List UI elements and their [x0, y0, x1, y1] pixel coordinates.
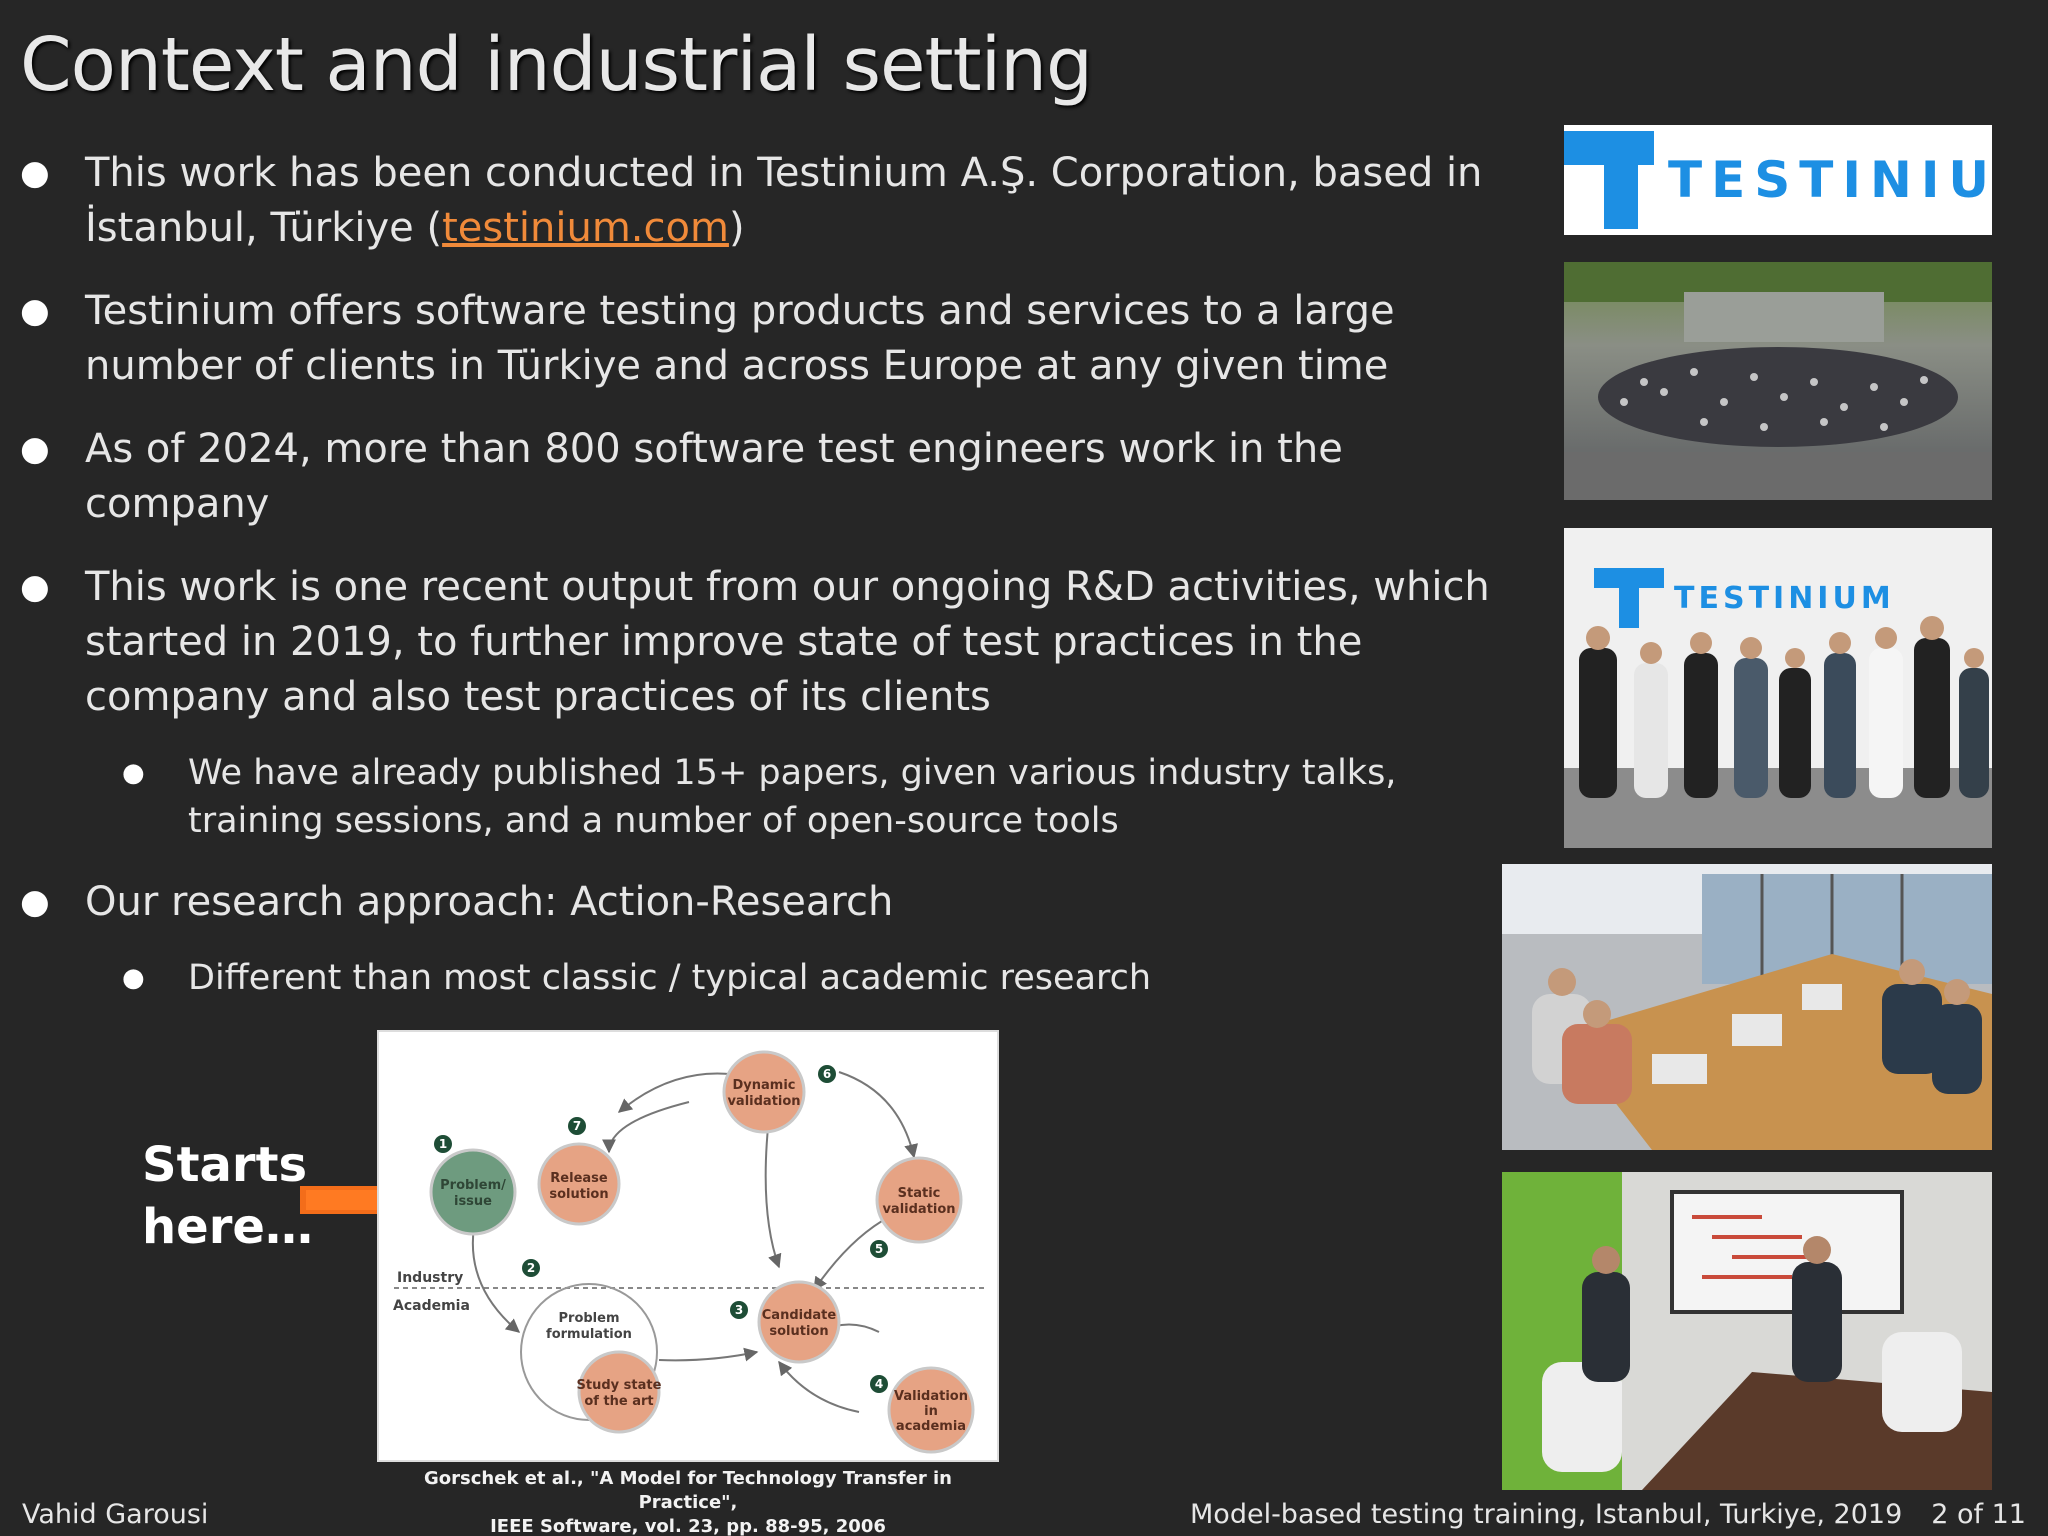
svg-text:2: 2 — [527, 1261, 535, 1275]
slide-title: Context and industrial setting — [20, 22, 1093, 108]
bullet-4-text: This work is one recent output from our … — [85, 564, 1490, 720]
logo-text: TESTINIUM — [1668, 151, 1992, 209]
node-problem-issue — [429, 1148, 517, 1236]
testinium-link[interactable]: testinium.com — [442, 205, 729, 251]
diagram-citation: Gorschek et al., "A Model for Technology… — [378, 1467, 998, 1536]
bullet-1-text: This work has been conducted in Testiniu… — [85, 150, 1483, 251]
crowd-photo — [1564, 262, 1992, 500]
testinium-logo: TESTINIUM — [1564, 125, 1992, 235]
node-study-state-of-art — [577, 1350, 661, 1434]
sub-bullet-5-text: Different than most classic / typical ac… — [188, 958, 1152, 998]
bullet-dot-icon: ● — [20, 291, 50, 331]
bullet-dot-icon: ● — [20, 429, 50, 469]
crowd-photo-image — [1564, 262, 1992, 500]
bullet-3: ● As of 2024, more than 800 software tes… — [20, 422, 1520, 532]
svg-text:4: 4 — [875, 1377, 883, 1391]
starts-here-line1: Starts — [142, 1137, 308, 1193]
bullet-1: ● This work has been conducted in Testin… — [20, 146, 1520, 256]
bullet-5-text: Our research approach: Action-Research — [85, 879, 894, 925]
citation-line2: IEEE Software, vol. 23, pp. 88-95, 2006 — [490, 1516, 886, 1536]
svg-text:7: 7 — [573, 1119, 581, 1133]
bullet-dot-icon: ● — [122, 758, 145, 788]
sub-bullet-4-text: We have already published 15+ papers, gi… — [188, 753, 1397, 841]
sub-bullet-4: ● We have already published 15+ papers, … — [20, 749, 1520, 845]
node-validation-academia — [887, 1366, 975, 1454]
starts-here-line2: here… — [142, 1199, 313, 1255]
node-candidate-solution — [757, 1280, 841, 1364]
bullet-2: ● Testinium offers software testing prod… — [20, 284, 1520, 394]
svg-text:3: 3 — [735, 1303, 743, 1317]
starts-here-label: Starts here… — [142, 1134, 313, 1258]
sub-bullet-5: ● Different than most classic / typical … — [20, 954, 1520, 1002]
bullet-1-tail: ) — [728, 205, 745, 251]
bullet-dot-icon: ● — [122, 963, 145, 993]
footer-event: Model-based testing training, Istanbul, … — [1190, 1499, 1903, 1530]
team-photo-image: TESTINIUM — [1564, 528, 1992, 848]
footer-page-number: 2 of 11 — [1931, 1499, 2026, 1530]
svg-text:5: 5 — [875, 1242, 883, 1256]
industry-label: Industry — [397, 1270, 463, 1286]
diagram-canvas: Industry Academia Problem/issue Re — [393, 1050, 984, 1454]
svg-text:1: 1 — [439, 1137, 447, 1151]
presentation-room-photo — [1502, 1172, 1992, 1490]
svg-text:6: 6 — [823, 1067, 831, 1081]
bullet-3-text: As of 2024, more than 800 software test … — [85, 426, 1343, 527]
bullet-dot-icon: ● — [20, 153, 50, 193]
photo-logo-text: TESTINIUM — [1674, 581, 1895, 616]
node-release-solution — [537, 1142, 621, 1226]
bullet-dot-icon: ● — [20, 882, 50, 922]
bullet-4: ● This work is one recent output from ou… — [20, 560, 1520, 725]
footer-author: Vahid Garousi — [22, 1499, 209, 1530]
node-static-validation — [875, 1156, 963, 1244]
logo-t-stem — [1604, 131, 1638, 229]
bullet-list: ● This work has been conducted in Testin… — [20, 146, 1520, 1032]
node-dynamic-validation — [722, 1050, 806, 1134]
team-logo-wall-photo: TESTINIUM — [1564, 528, 1992, 848]
citation-line1: Gorschek et al., "A Model for Technology… — [424, 1468, 952, 1513]
bullet-5: ● Our research approach: Action-Research — [20, 875, 1520, 930]
meeting-photo-image — [1502, 864, 1992, 1150]
presentation-photo-image — [1502, 1172, 1992, 1490]
meeting-room-photo — [1502, 864, 1992, 1150]
technology-transfer-diagram: Industry Academia Problem/issue Re — [377, 1030, 999, 1462]
node-problem-issue-label: Problem/issue — [440, 1178, 506, 1209]
bullet-2-text: Testinium offers software testing produc… — [85, 288, 1395, 389]
academia-label: Academia — [393, 1298, 470, 1314]
bullet-dot-icon: ● — [20, 567, 50, 607]
